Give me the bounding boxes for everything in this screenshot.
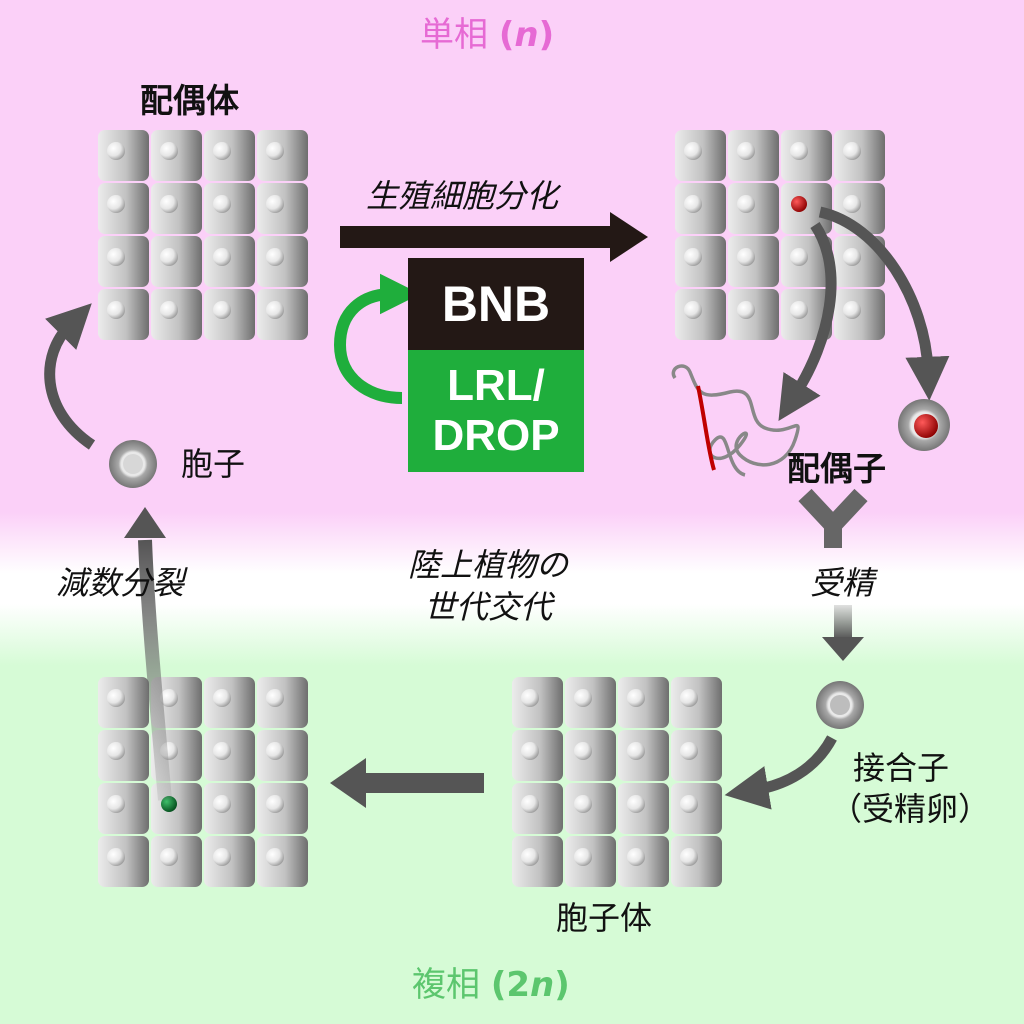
- cell-nucleus: [107, 848, 125, 866]
- cell-nucleus: [213, 142, 231, 160]
- arrow-to-egg: [818, 206, 950, 401]
- cell-nucleus: [680, 795, 698, 813]
- cell-nucleus: [107, 248, 125, 266]
- cell-nucleus: [521, 795, 539, 813]
- arrow-to-sperm: [778, 221, 837, 421]
- zygote-note-label: （受精卵）: [830, 790, 991, 828]
- cell-nucleus: [680, 848, 698, 866]
- diploid-phase-label: 複相 (2n): [412, 965, 570, 1005]
- cell-nucleus: [160, 195, 178, 213]
- cell-nucleus: [107, 795, 125, 813]
- sporophyte-cell-grid: [512, 677, 722, 887]
- gene-box-bnb: BNB: [408, 258, 584, 350]
- germ-cell-differentiation-arrow: [340, 212, 648, 262]
- cell-nucleus: [843, 301, 861, 319]
- cell-nucleus: [790, 301, 808, 319]
- cell-nucleus: [627, 795, 645, 813]
- sperm-icon: [671, 364, 800, 477]
- cell-nucleus: [521, 742, 539, 760]
- cell-nucleus: [521, 689, 539, 707]
- cell-nucleus: [266, 248, 284, 266]
- arrow-spore-to-gametophyte: [44, 303, 96, 450]
- cell-nucleus: [574, 689, 592, 707]
- cell-nucleus: [737, 142, 755, 160]
- fertilization-merge-shape: [798, 488, 868, 548]
- cell-nucleus: [684, 195, 702, 213]
- cell-nucleus: [213, 195, 231, 213]
- cell-nucleus: [791, 196, 807, 212]
- cell-nucleus: [737, 301, 755, 319]
- cell-nucleus: [160, 301, 178, 319]
- cell-nucleus: [107, 742, 125, 760]
- gametophyte-cell-grid: [98, 130, 308, 340]
- cell-nucleus: [213, 689, 231, 707]
- cell-nucleus: [843, 195, 861, 213]
- cell-nucleus: [107, 142, 125, 160]
- meiosis-label: 減数分裂: [56, 564, 185, 602]
- cell-nucleus: [213, 301, 231, 319]
- arrow-zygote-to-sporophyte: [724, 735, 837, 810]
- zygote-label: 接合子: [853, 749, 950, 787]
- gametophyte-label: 配偶体: [140, 81, 239, 120]
- spore-mother-cell-grid: [98, 677, 308, 887]
- sporophyte-label: 胞子体: [556, 899, 653, 937]
- cell-nucleus: [680, 689, 698, 707]
- cell-nucleus: [684, 301, 702, 319]
- cell-nucleus: [213, 248, 231, 266]
- cell-nucleus: [266, 142, 284, 160]
- cell-nucleus: [521, 848, 539, 866]
- cell-nucleus: [737, 195, 755, 213]
- cell-nucleus: [574, 795, 592, 813]
- cell-nucleus: [680, 742, 698, 760]
- cell-nucleus: [574, 848, 592, 866]
- cell-nucleus: [160, 689, 178, 707]
- cell-nucleus: [266, 689, 284, 707]
- cell-nucleus: [266, 301, 284, 319]
- gamete-forming-cell-grid: [675, 130, 885, 340]
- spore-label: 胞子: [181, 445, 246, 483]
- spore-icon: [109, 440, 157, 488]
- cell-nucleus: [843, 248, 861, 266]
- zygote-icon: [816, 681, 864, 729]
- gene-box-lrl-drop: LRL/ DROP: [408, 350, 584, 472]
- cell-nucleus: [266, 848, 284, 866]
- cell-icon: [781, 183, 832, 234]
- cycle-title: 陸上植物の 世代交代: [407, 546, 568, 626]
- cell-nucleus: [627, 742, 645, 760]
- cell-nucleus: [213, 848, 231, 866]
- egg-cell-icon: [898, 399, 950, 451]
- cell-nucleus: [684, 248, 702, 266]
- gamete-label: 配偶子: [787, 449, 886, 488]
- cell-nucleus: [160, 848, 178, 866]
- cell-nucleus: [843, 142, 861, 160]
- arrow-sporophyte-to-meiosis: [330, 758, 484, 808]
- cell-nucleus: [266, 195, 284, 213]
- cell-nucleus: [213, 795, 231, 813]
- cell-nucleus: [266, 795, 284, 813]
- cell-nucleus: [627, 689, 645, 707]
- cell-nucleus: [790, 248, 808, 266]
- cell-nucleus: [737, 248, 755, 266]
- cell-nucleus: [213, 742, 231, 760]
- fertilization-label: 受精: [810, 564, 875, 602]
- cell-nucleus: [160, 142, 178, 160]
- haploid-phase-label: 単相 (n): [420, 15, 555, 55]
- cell-nucleus: [574, 742, 592, 760]
- cell-nucleus: [627, 848, 645, 866]
- cell-nucleus: [790, 142, 808, 160]
- cell-nucleus: [107, 301, 125, 319]
- cell-nucleus: [160, 248, 178, 266]
- fertilization-arrow: [822, 605, 864, 661]
- cell-nucleus: [107, 689, 125, 707]
- germ-cell-differentiation-label: 生殖細胞分化: [366, 177, 559, 215]
- meiosis-arrow: [124, 507, 172, 801]
- cell-nucleus: [107, 195, 125, 213]
- circular-arrow-icon: [333, 273, 421, 404]
- cell-nucleus: [684, 142, 702, 160]
- cell-nucleus: [266, 742, 284, 760]
